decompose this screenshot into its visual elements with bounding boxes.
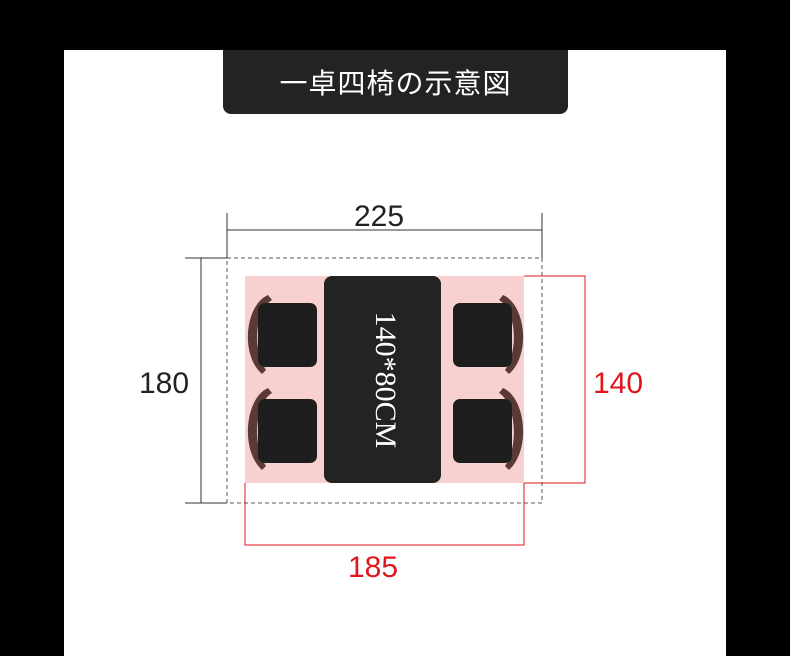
outer-width-label: 225 [354,200,404,233]
chair-seat [258,399,317,463]
page-title: 一卓四椅の示意図 [279,67,512,100]
width-dimension [226,213,543,258]
chair-back [247,388,272,470]
chair-right-top [453,295,524,374]
outer-boundary [226,257,543,504]
chair-back [499,388,524,470]
chair-right-bottom [453,388,524,470]
chair-left-bottom [247,388,317,470]
title-bar: 一卓四椅の示意図 [223,50,568,114]
table [324,276,441,483]
chair-back [499,295,524,374]
depth-dimension [185,257,227,504]
inner-width-bracket [244,483,525,546]
chair-back [247,295,272,374]
chair-seat [453,399,512,463]
chair-left-top [247,295,317,374]
table-size-label: 140*80CM [369,312,402,449]
inner-width-label: 185 [348,551,398,584]
inner-depth-label: 140 [593,367,643,400]
chair-seat [258,303,317,367]
inner-depth-bracket [524,275,586,484]
outer-depth-label: 180 [139,367,189,400]
chair-seat [453,303,512,367]
